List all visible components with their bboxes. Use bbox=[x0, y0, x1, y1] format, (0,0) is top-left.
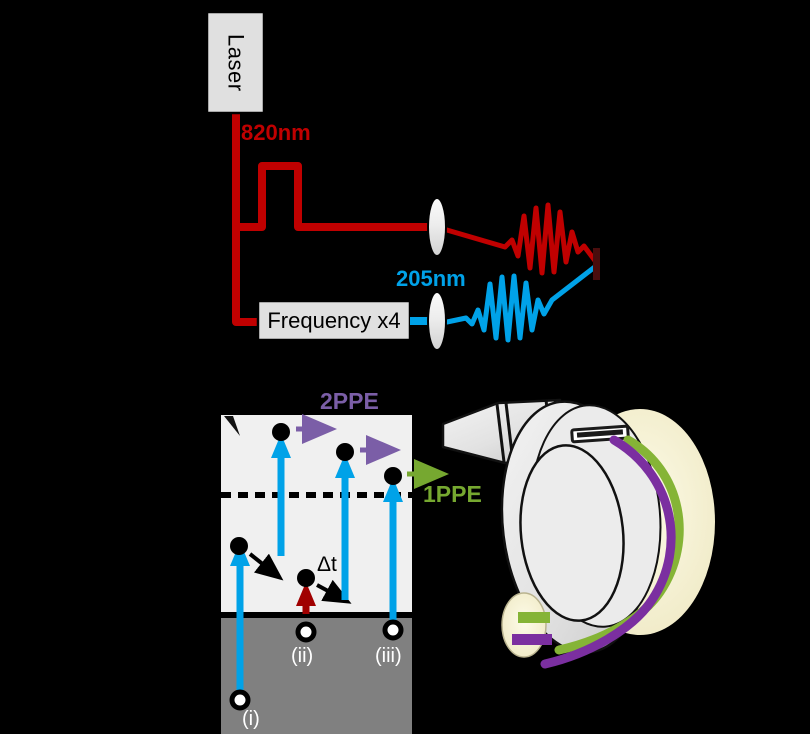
corner-arrow-mark bbox=[224, 416, 240, 436]
electron-trajectory-purple bbox=[540, 435, 676, 669]
analyzer-detector-screen bbox=[501, 592, 552, 658]
label-delay-time: Δt bbox=[317, 553, 337, 576]
fundamental-wavelength-label: 820nm bbox=[241, 120, 311, 145]
uv-wavelength-label: 205nm bbox=[396, 266, 466, 291]
transition-arrow-i-excite bbox=[271, 423, 291, 556]
label-path-ii: (ii) bbox=[291, 645, 314, 667]
hole-circle-iii bbox=[382, 619, 404, 641]
fundamental-beam-path bbox=[232, 110, 430, 326]
laser-source-box[interactable] bbox=[205, 10, 266, 115]
laser-box-label: Laser bbox=[223, 33, 249, 92]
transition-arrow-ii-probe bbox=[335, 443, 355, 600]
fundamental-pulse-wavepacket bbox=[437, 202, 599, 276]
frequency-quadrupler-box[interactable] bbox=[256, 299, 412, 342]
hole-circle-i bbox=[229, 689, 251, 711]
analyzer-hemisphere-body bbox=[500, 400, 662, 654]
electron-dot-ii-top bbox=[336, 443, 354, 461]
electron-dot-iii bbox=[384, 467, 402, 485]
vacuum-region bbox=[221, 415, 412, 613]
electron-dot-i bbox=[230, 537, 248, 555]
uv-pulse-wavepacket bbox=[444, 263, 599, 343]
bulk-solid-region bbox=[221, 613, 412, 734]
label-path-i: (i) bbox=[242, 708, 260, 730]
transition-arrow-ii-pump bbox=[296, 569, 352, 614]
electron-dot-i-top bbox=[272, 423, 290, 441]
sample-target bbox=[593, 248, 600, 280]
hole-circle-ii bbox=[295, 621, 317, 643]
electron-dot-ii bbox=[297, 569, 315, 587]
focusing-lens-uv bbox=[427, 291, 447, 351]
label-path-iii: (iii) bbox=[375, 645, 402, 667]
transition-arrow-i-probe bbox=[230, 537, 284, 700]
frequency-quadrupler-label: Frequency x4 bbox=[267, 307, 401, 333]
transition-arrow-iii-probe bbox=[383, 467, 403, 628]
focusing-lens-fundamental bbox=[427, 197, 447, 257]
label-2ppe: 2PPE bbox=[320, 388, 379, 414]
label-1ppe: 1PPE bbox=[423, 481, 482, 507]
